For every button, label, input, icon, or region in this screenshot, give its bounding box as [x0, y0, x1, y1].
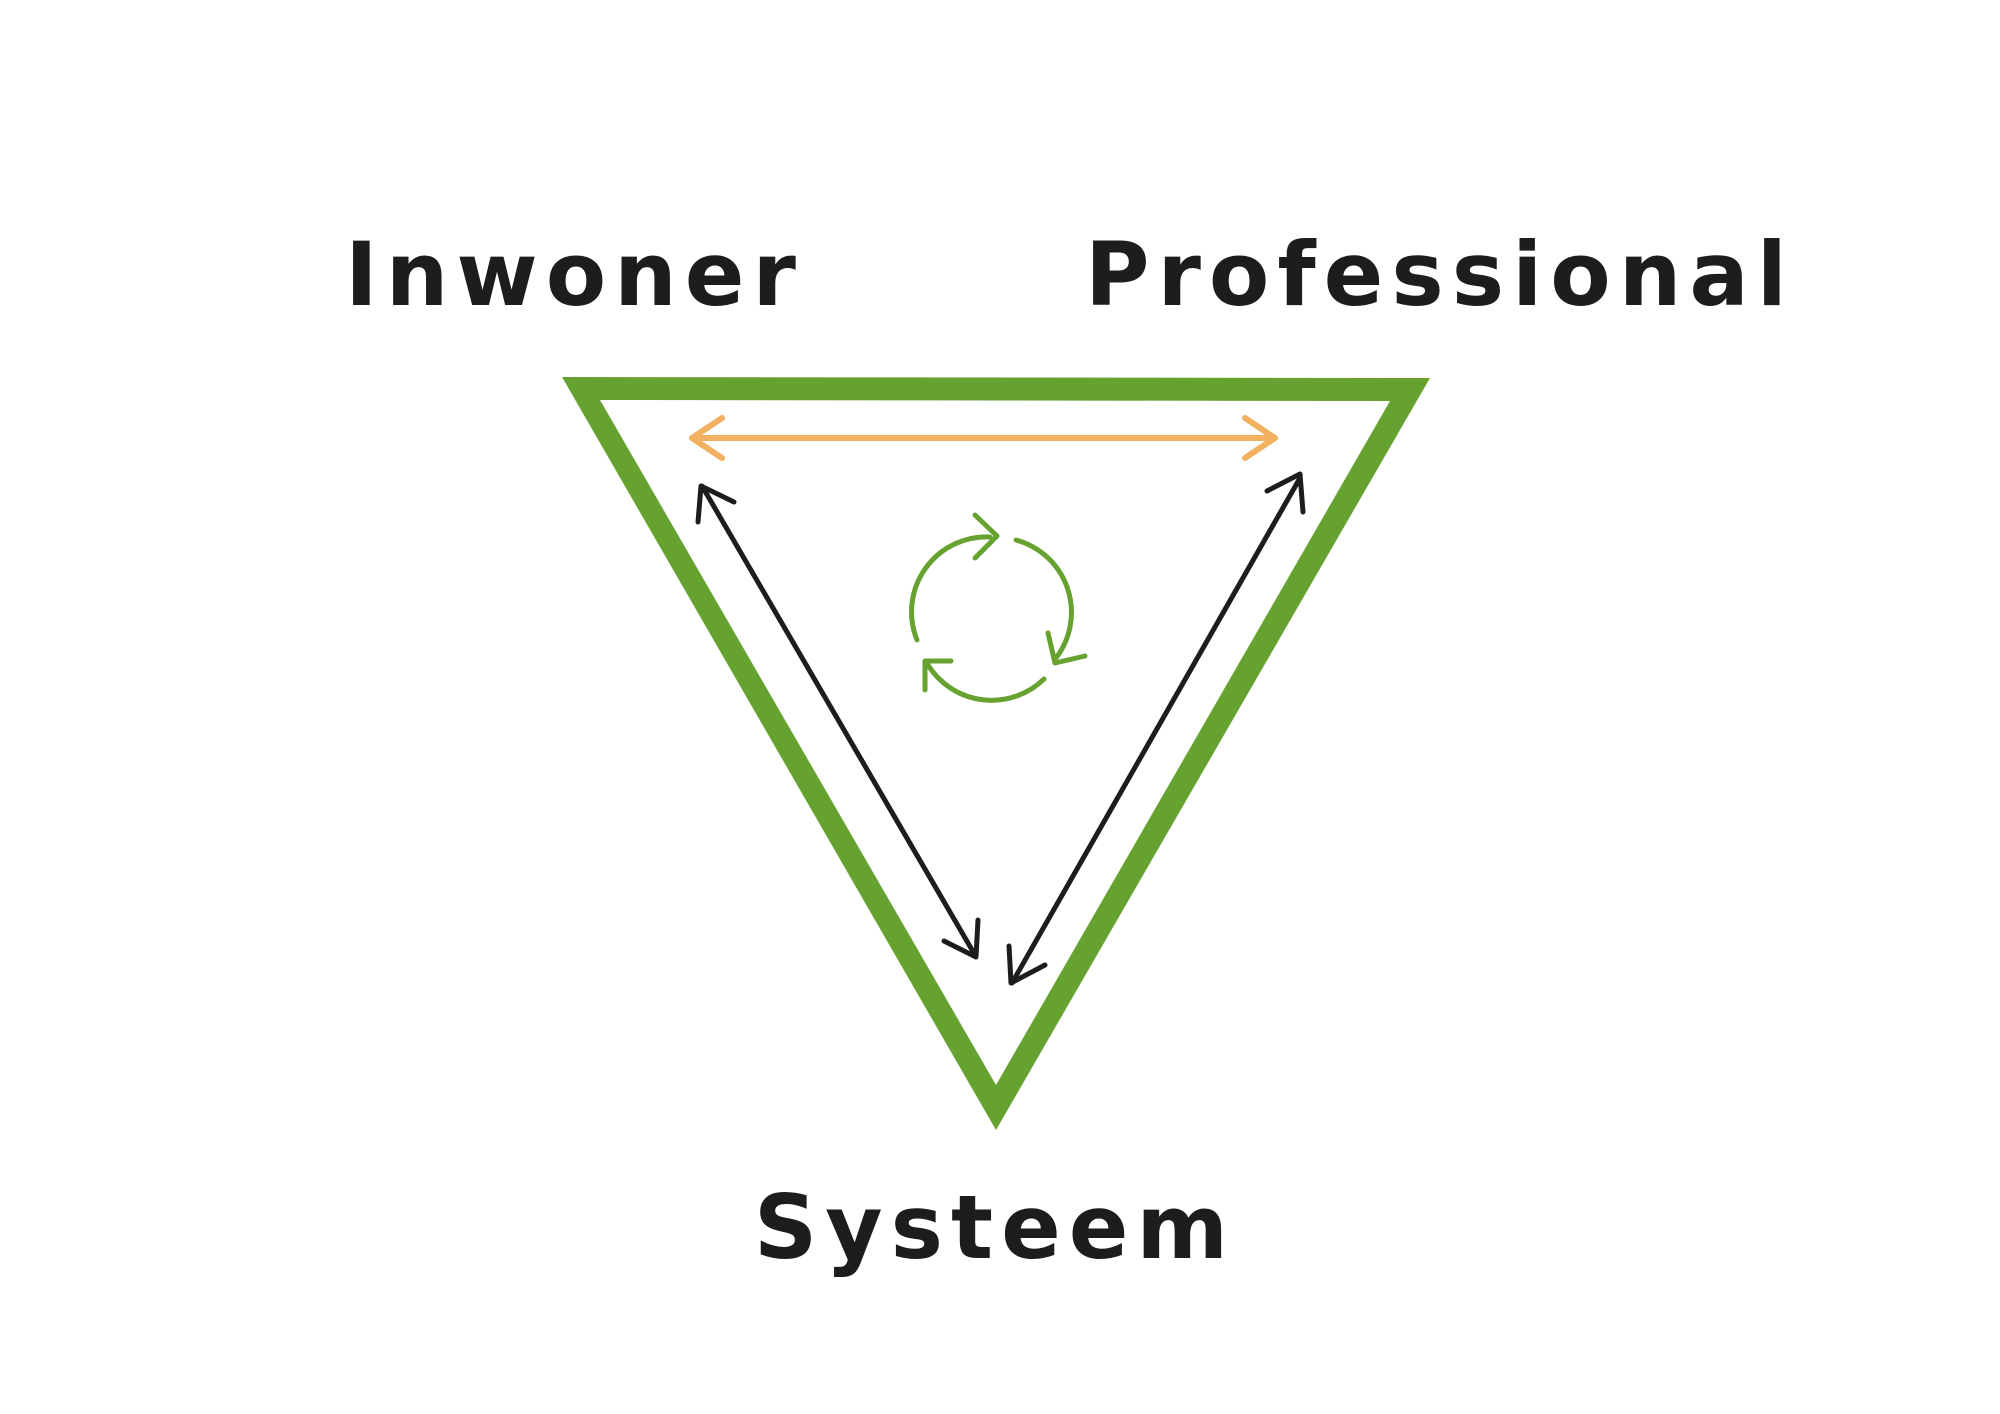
node-label-systeem: Systeem — [754, 1176, 1236, 1279]
arrow-inwoner-professional — [689, 415, 1278, 461]
node-label-professional: Professional — [1085, 223, 1795, 326]
node-label-inwoner: Inwoner — [345, 223, 804, 326]
recycle-cycle-icon — [909, 512, 1088, 703]
arrow-inwoner-systeem — [695, 483, 981, 960]
arrow-professional-systeem — [1006, 471, 1306, 986]
